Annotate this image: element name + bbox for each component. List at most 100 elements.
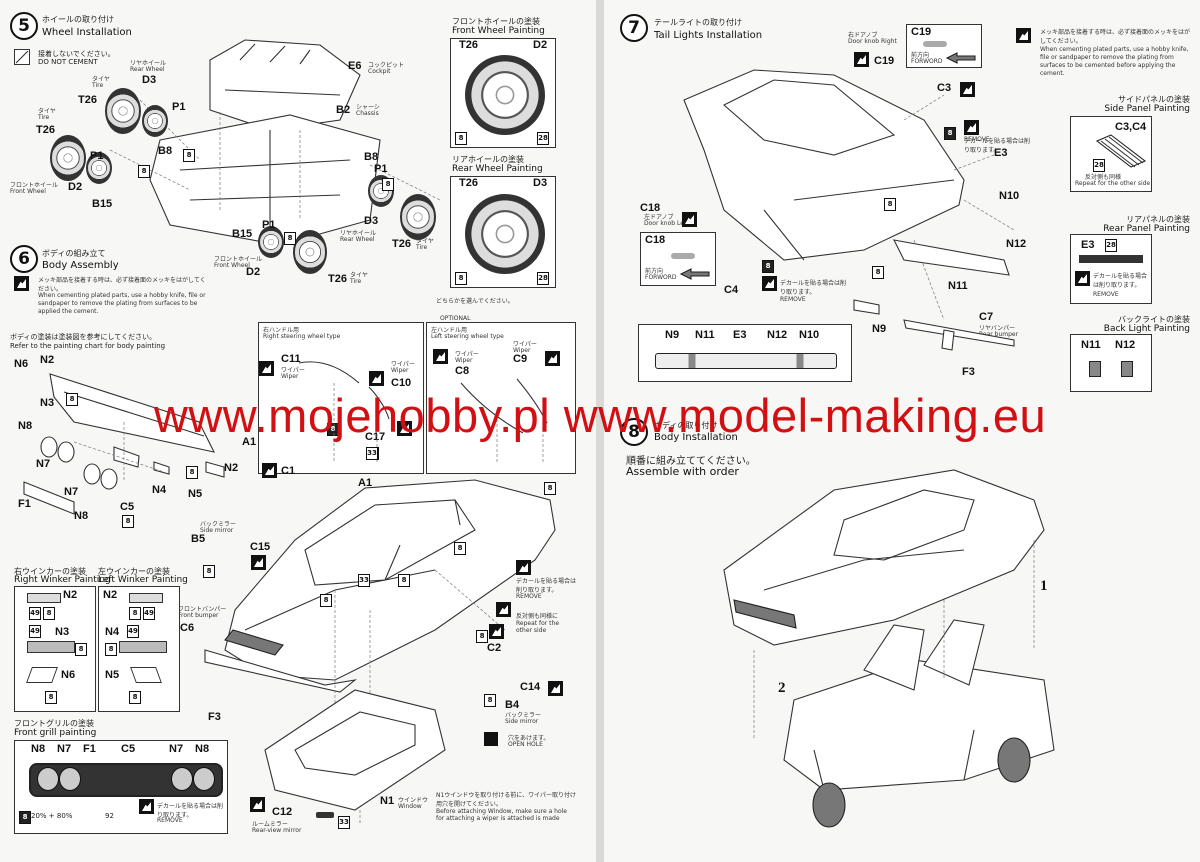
label-c1: C1 <box>281 465 296 477</box>
label-e3: E3 <box>994 147 1008 159</box>
label-n2: N2 <box>40 354 55 366</box>
grill-label-n8b: N8 <box>195 743 210 755</box>
label-n11: N11 <box>948 280 968 292</box>
side-panel-title-en: Side Panel Painting <box>1104 104 1190 114</box>
label-d2-lower-jp: フロントホイール <box>214 256 263 263</box>
step5-chassis-drawing <box>109 39 441 246</box>
paint-badge-black: 8 <box>476 630 488 643</box>
right-winker-title-en: Right Winker Painting <box>14 575 111 585</box>
cement-icon <box>433 349 448 364</box>
label-b15-left: B15 <box>92 198 113 210</box>
tail-light-strip <box>655 353 837 369</box>
lw-n4: N4 <box>105 626 120 638</box>
grill-headlight <box>37 767 59 791</box>
label-d3-right: D3 <box>364 215 379 227</box>
label-c3: C3 <box>937 82 952 94</box>
window-jp: ウインドウ <box>398 797 429 804</box>
step7-title-jp: テールライトの取り付け <box>654 18 742 27</box>
step7-note-en: When cementing plated parts, use a hobby… <box>1040 46 1189 77</box>
label-d3-jp: リヤホイール <box>130 60 167 67</box>
label-d2-left: D2 <box>68 181 83 193</box>
step8-order-en: Assemble with order <box>626 465 739 478</box>
label-e6-jp: コックピット <box>368 62 405 69</box>
label-c2: C2 <box>487 642 502 654</box>
front-wheel-painting-box: T26 D2 8 28 <box>450 38 556 148</box>
grill-remove-jp: デカールを貼る場合は削り取ります。 <box>157 803 224 819</box>
label-n7: N7 <box>36 458 51 470</box>
paint-badge-black: 8 <box>284 232 296 245</box>
cement-icon <box>854 52 869 67</box>
window-note-en: Before attaching Window, make sure a hol… <box>436 808 568 822</box>
grill-painting-box: N8 N7 F1 C5 N7 N8 8 20% + 80% 92 デカールを貼る… <box>14 740 228 834</box>
window-en: Window <box>398 803 422 810</box>
optional-jp: どちらかを選んでください。 <box>436 298 514 305</box>
c4-remove-en: REMOVE <box>780 296 806 303</box>
paint-badge-black: 8 <box>944 127 956 140</box>
c18-forward-jp: 前方向 <box>645 268 664 275</box>
label-d3: D3 <box>142 74 157 86</box>
sequence-2: 2 <box>778 680 786 696</box>
c4-remove-jp: デカールを貼る場合は削り取ります。 <box>780 280 847 296</box>
right-winker-box: N2 49 8 49 N3 8 N6 8 <box>14 586 96 712</box>
label-b2-en: Chassis <box>356 110 379 117</box>
cement-icon <box>548 681 563 696</box>
remove-icon <box>516 560 531 575</box>
paint-badge-silver: 28 <box>537 132 549 145</box>
back-light-left: N11 <box>1081 339 1101 351</box>
rear-panel-box: E3 28 デカールを貼る場合は削り取ります。 REMOVE <box>1070 234 1152 304</box>
remove-icon <box>1075 271 1090 286</box>
paint-badge-chrome: 33 <box>338 816 350 829</box>
c10-wiper-en: Wiper <box>391 367 409 374</box>
rear-panel-remove-en: REMOVE <box>1093 291 1119 298</box>
body-shell-drawing <box>204 479 556 720</box>
strip-n9: N9 <box>665 329 680 341</box>
doorknob-l-en: Door knob Left <box>644 220 689 227</box>
label-d2-jp: フロントホイール <box>10 182 59 189</box>
rear-wheel-painting-title-jp: リアホイールの塗装 <box>452 155 524 164</box>
rear-panel-title-en: Rear Panel Painting <box>1103 224 1190 234</box>
paint-badge-black: 8 <box>327 423 339 436</box>
label-b15-lower: B15 <box>232 228 253 240</box>
plated-parts-icon <box>14 276 29 291</box>
label-tire-en: Tire <box>92 82 104 89</box>
label-a1-body: A1 <box>358 477 373 489</box>
label-t26-left: T26 <box>36 124 55 136</box>
label-c4: C4 <box>724 284 739 296</box>
rearview-en: Rear-view mirror <box>252 827 302 834</box>
back-light-title-jp: バックライトの塗装 <box>1118 315 1190 324</box>
rearbumper-en: Rear bumper <box>979 331 1019 338</box>
grill-code: 92 <box>105 812 114 820</box>
cement-icon <box>397 421 412 436</box>
c18-box-label: C18 <box>645 234 666 246</box>
doorknob-r-en: Door knob Right <box>848 38 897 45</box>
c19-forward-en: FORWORD <box>911 58 943 65</box>
label-c15: C15 <box>250 541 271 553</box>
cement-icon <box>960 82 975 97</box>
window-drawing <box>264 689 446 825</box>
lhd-wiper-box: 左ハンドル用 Left steering wheel type C9 ワイパー … <box>426 322 576 474</box>
label-n4: N4 <box>152 484 167 496</box>
side-panel-repeat-en: Repeat for the other side <box>1075 180 1151 187</box>
paint-badge-black: 8 <box>872 266 884 279</box>
cement-icon <box>489 624 504 639</box>
front-tire-right <box>293 230 327 274</box>
paint-badge-clear-orange: 49 <box>29 625 41 638</box>
step8-title-en: Body Installation <box>654 432 738 443</box>
paint-badge-silver: 28 <box>537 272 549 285</box>
back-light-right-shape <box>1121 361 1133 377</box>
label-p1-lower: P1 <box>262 219 276 231</box>
label-t26-upper: T26 <box>78 94 97 106</box>
front-painting-wheel: D2 <box>533 39 548 51</box>
back-light-left-shape <box>1089 361 1101 377</box>
watermark-text: www.mojehobby.pl www.model-making.eu <box>153 389 1047 442</box>
label-b5: B5 <box>191 533 206 545</box>
step6-title-en: Body Assembly <box>42 260 119 271</box>
strip-n12: N12 <box>767 329 788 341</box>
label-n7b: N7 <box>64 486 79 498</box>
remove-icon <box>139 799 154 814</box>
label-tire-bottom-en: Tire <box>350 278 362 285</box>
c9-wiper-jp: ワイパー <box>513 341 537 348</box>
left-winker-box: N2 8 49 N4 49 8 N5 8 <box>98 586 180 712</box>
front-hub-right <box>258 226 284 258</box>
rear-bumper-drawing <box>853 239 1015 351</box>
